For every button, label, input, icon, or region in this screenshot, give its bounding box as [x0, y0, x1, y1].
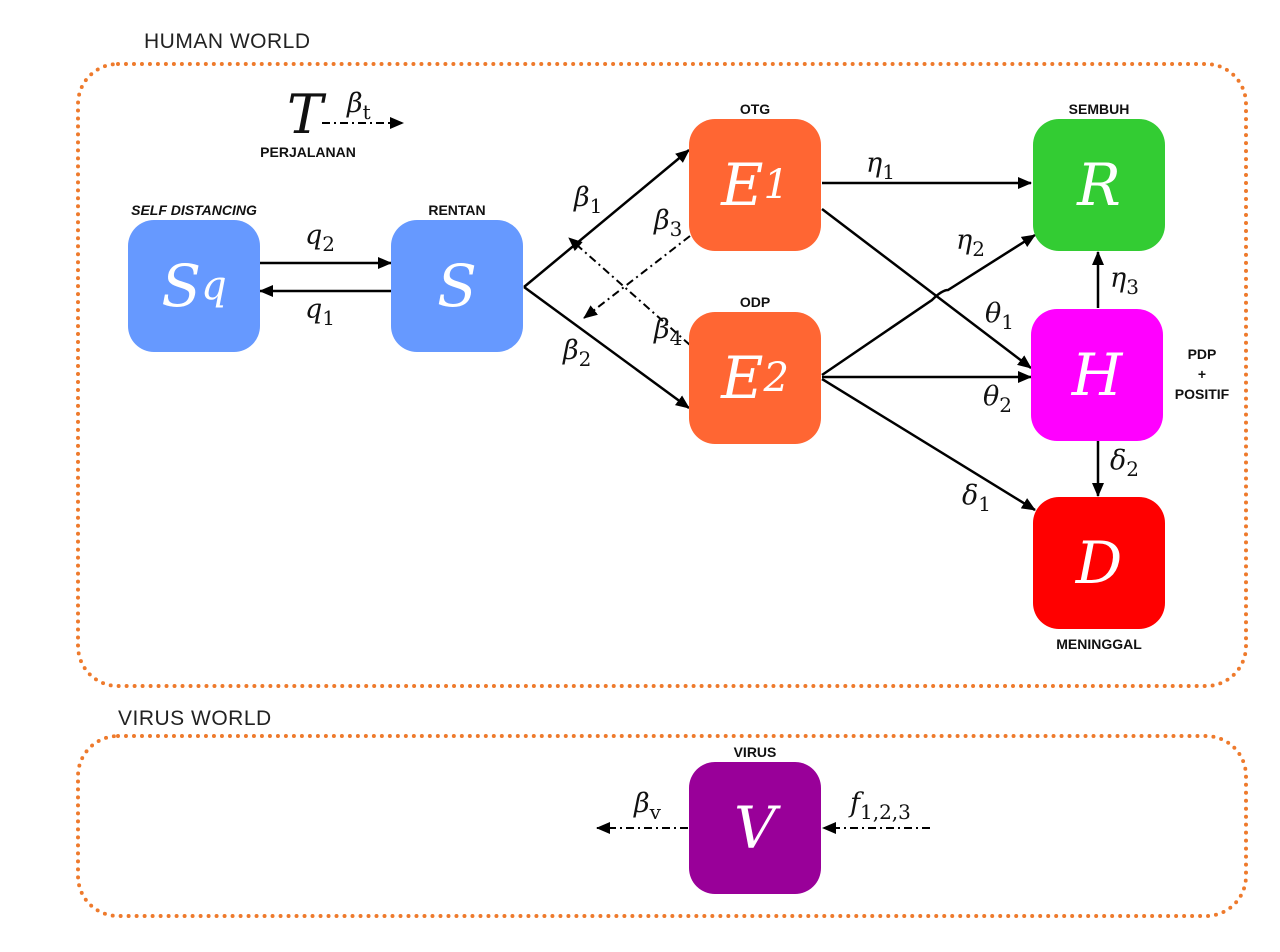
caption-self-distancing: SELF DISTANCING — [131, 202, 257, 218]
arrow-e1-to-h — [821, 208, 1032, 369]
rate-delta2-sub: 2 — [1126, 457, 1139, 481]
arrow-e2-to-d — [821, 377, 1036, 512]
rate-eta1-sub: 1 — [882, 160, 895, 184]
node-h-symbol: H — [1071, 341, 1123, 409]
rate-theta2-sub: 2 — [999, 393, 1012, 417]
rate-theta2: θ2 — [983, 383, 1012, 415]
rate-eta1: η1 — [866, 150, 895, 182]
caption-rentan: RENTAN — [428, 202, 486, 218]
node-d-symbol: D — [1075, 529, 1123, 597]
rate-delta1: δ1 — [962, 482, 991, 514]
rate-beta2-sub: 2 — [578, 347, 592, 371]
virus-world-box — [76, 734, 1248, 918]
travel-rate: βt — [347, 90, 371, 122]
human-world-box — [76, 62, 1248, 688]
rate-q1-sym: q — [305, 294, 323, 325]
travel-rate-sub: t — [362, 100, 371, 124]
rate-beta4: β4 — [654, 316, 682, 348]
rate-q1-sub: 1 — [322, 306, 336, 330]
rate-theta2-sym: θ — [983, 381, 1000, 412]
rate-theta1: θ1 — [985, 300, 1014, 332]
rate-f: f1,2,3 — [850, 790, 911, 822]
node-r: R — [1033, 119, 1165, 251]
rate-delta1-sym: δ — [962, 480, 979, 511]
rate-q2-sub: 2 — [322, 232, 336, 256]
rate-beta3-sym: β — [654, 205, 670, 236]
caption-odp: ODP — [739, 294, 771, 310]
human-world-title: HUMAN WORLD — [144, 30, 311, 53]
travel-symbol: T — [287, 83, 324, 146]
rate-eta2: η2 — [956, 227, 985, 259]
node-d: D — [1033, 497, 1165, 629]
rate-eta2-sym: η — [956, 225, 973, 256]
caption-positif: POSITIF — [1174, 386, 1230, 402]
caption-meninggal: MENINGGAL — [1056, 636, 1142, 652]
node-e1-symbol: E — [721, 151, 764, 219]
rate-theta1-sub: 1 — [1001, 310, 1014, 334]
rate-f-sub: 1,2,3 — [860, 800, 911, 824]
rate-delta1-sub: 1 — [978, 492, 991, 516]
caption-otg: OTG — [739, 101, 771, 117]
rate-eta1-sym: η — [866, 148, 883, 179]
rate-beta3: β3 — [654, 207, 682, 239]
rate-f-sym: f — [850, 788, 860, 819]
node-e1-sub: 1 — [763, 162, 789, 208]
rate-betav: βv — [634, 790, 661, 822]
rate-beta2: β2 — [563, 337, 591, 369]
caption-plus: + — [1197, 366, 1207, 382]
rate-beta1: β1 — [574, 184, 602, 216]
arrow-e1-beta3 — [583, 235, 691, 319]
rate-betav-sym: β — [634, 788, 650, 819]
caption-virus: VIRUS — [733, 744, 777, 760]
node-r-symbol: R — [1077, 151, 1121, 219]
arrow-s-to-e2 — [523, 285, 690, 410]
node-v-symbol: V — [734, 794, 776, 862]
rate-eta3: η3 — [1110, 265, 1139, 297]
caption-perjalanan: PERJALANAN — [260, 144, 356, 160]
arrow-e2-to-r — [821, 233, 1036, 377]
node-sq-symbol: S — [161, 252, 202, 320]
node-e2-sub: 2 — [763, 355, 789, 401]
rate-beta4-sym: β — [654, 314, 670, 345]
rate-q1: q1 — [305, 296, 335, 328]
node-e2-symbol: E — [721, 344, 764, 412]
rate-q2-sym: q — [305, 220, 323, 251]
rate-beta1-sym: β — [574, 182, 590, 213]
virus-world-title: VIRUS WORLD — [118, 707, 272, 730]
rate-q2: q2 — [305, 222, 335, 254]
rate-eta3-sym: η — [1110, 263, 1127, 294]
rate-betav-sub: v — [649, 800, 661, 824]
node-s-symbol: S — [437, 252, 477, 320]
rate-delta2: δ2 — [1110, 447, 1139, 479]
rate-beta3-sub: 3 — [669, 217, 683, 241]
rate-eta3-sub: 3 — [1126, 275, 1139, 299]
rate-delta2-sym: δ — [1110, 445, 1127, 476]
caption-pdp: PDP — [1187, 346, 1217, 362]
rate-theta1-sym: θ — [985, 298, 1002, 329]
arrow-s-to-e1 — [523, 149, 690, 288]
rate-eta2-sub: 2 — [972, 237, 985, 261]
rate-beta1-sub: 1 — [589, 194, 603, 218]
travel-rate-sym: β — [347, 88, 363, 119]
node-h: H — [1031, 309, 1163, 441]
caption-sembuh: SEMBUH — [1068, 101, 1130, 117]
node-v: V — [689, 762, 821, 894]
node-s: S — [391, 220, 523, 352]
rate-beta2-sym: β — [563, 335, 579, 366]
node-sq-sub: q — [201, 263, 227, 309]
rate-beta4-sub: 4 — [669, 326, 683, 350]
